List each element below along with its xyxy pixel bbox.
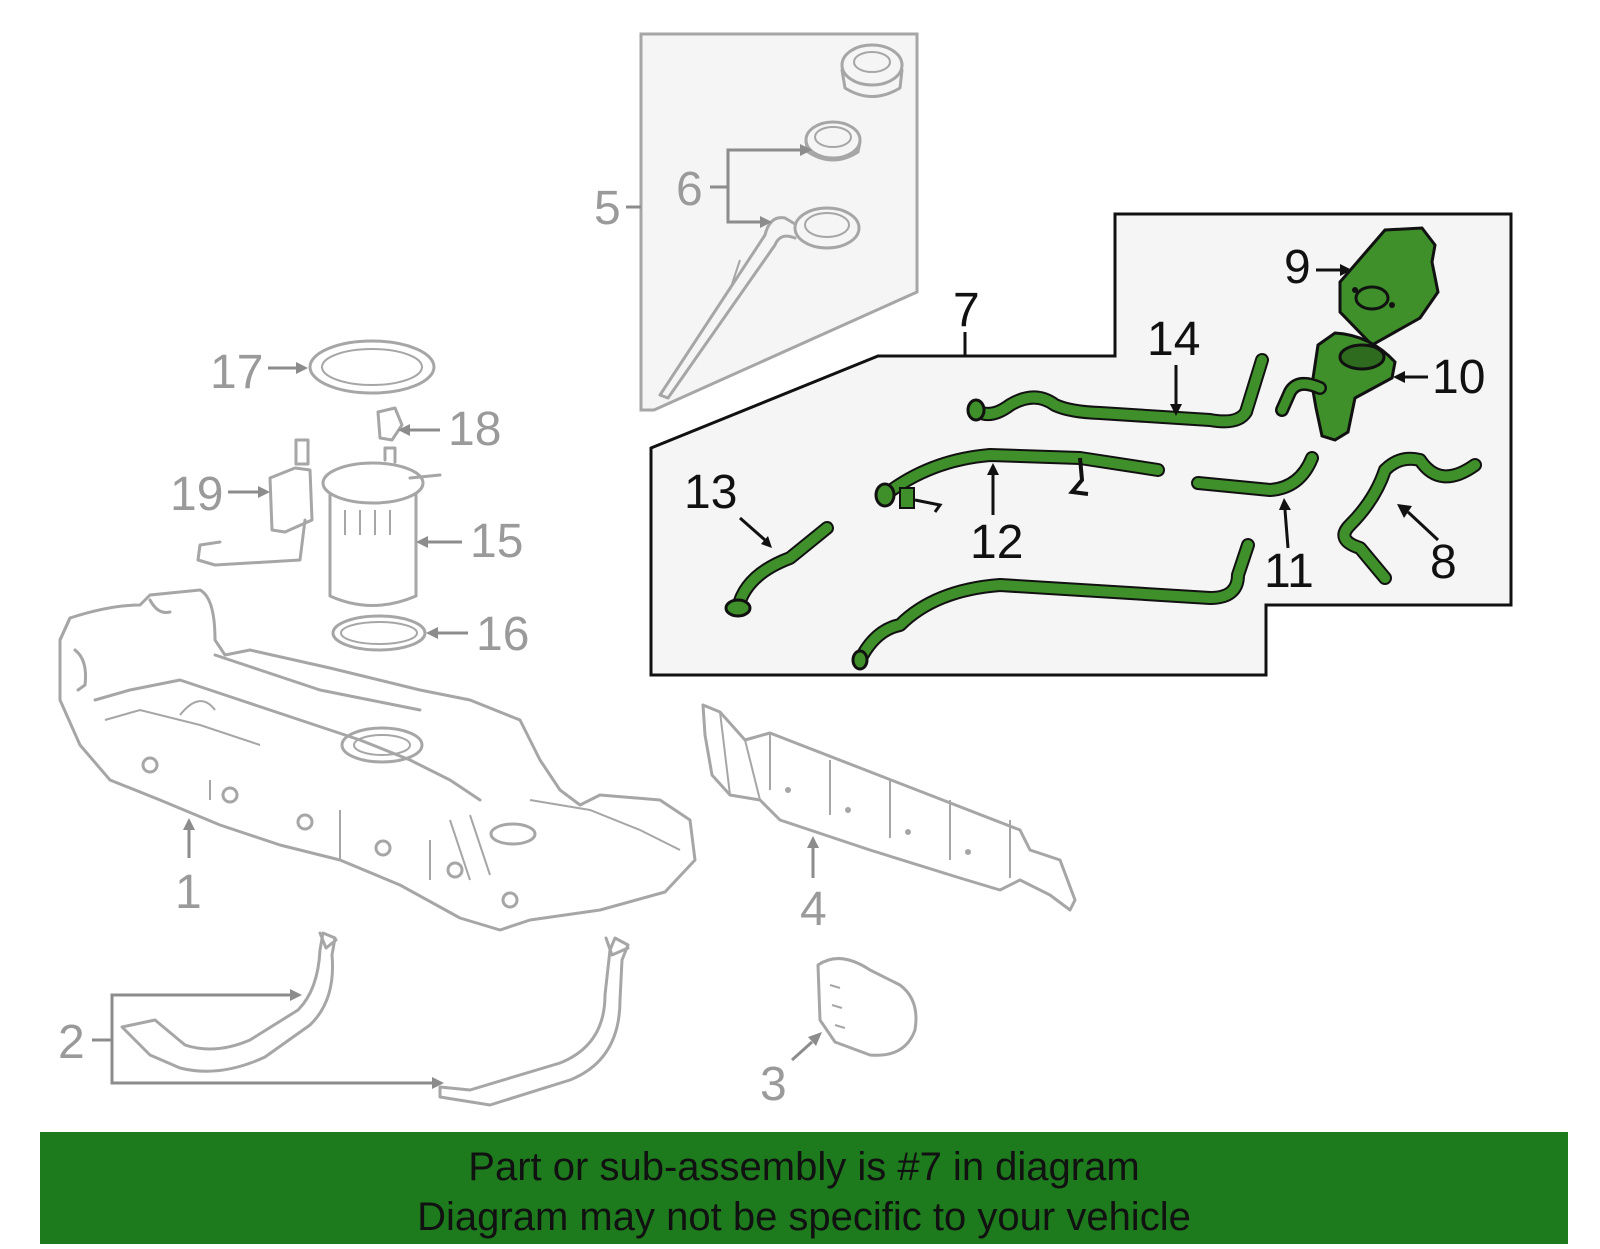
callout-13: 13 xyxy=(684,466,737,519)
callout-12: 12 xyxy=(970,516,1023,569)
callout-16: 16 xyxy=(476,608,529,661)
callout-4: 4 xyxy=(800,883,827,936)
filler-neck-inset: 5 6 xyxy=(594,32,919,412)
heat-shield-3 xyxy=(816,957,918,1057)
callout-7: 7 xyxy=(953,284,980,337)
callout-6: 6 xyxy=(676,163,703,216)
hose-part-11 xyxy=(1191,451,1319,497)
shield-4 xyxy=(701,703,1077,912)
callout-9: 9 xyxy=(1284,241,1311,294)
long-line xyxy=(851,538,1255,671)
hose-part-12 xyxy=(874,448,1165,513)
footer-line-1: Part or sub-assembly is #7 in diagram xyxy=(468,1145,1140,1189)
callout-3: 3 xyxy=(760,1058,787,1111)
seal-ring xyxy=(804,120,862,162)
sensor-18 xyxy=(376,406,404,442)
footer-banner: Part or sub-assembly is #7 in diagram Di… xyxy=(40,1132,1568,1244)
fuel-cap xyxy=(840,43,904,98)
callout-17: 17 xyxy=(210,346,263,399)
callout-2: 2 xyxy=(58,1016,85,1069)
pump-seal-16 xyxy=(331,614,427,652)
callout-11: 11 xyxy=(1264,545,1314,598)
fuel-tank-1 xyxy=(58,588,697,932)
callout-5: 5 xyxy=(594,182,621,235)
callout-19: 19 xyxy=(170,468,223,521)
callout-18: 18 xyxy=(448,403,501,456)
hose-part-13 xyxy=(724,521,834,618)
lock-ring-17 xyxy=(308,339,436,395)
filler-housing-part-10 xyxy=(1275,331,1397,442)
tank-straps-2 xyxy=(120,931,630,1107)
fuel-pump-components: 17 18 19 15 16 xyxy=(170,339,529,661)
footer-line-2: Diagram may not be specific to your vehi… xyxy=(417,1195,1191,1239)
hose-part-8 xyxy=(1337,451,1482,585)
level-sender-19 xyxy=(196,438,314,567)
assembly-7-panel: 7 9 10 14 xyxy=(649,212,1513,677)
callout-8: 8 xyxy=(1430,536,1457,589)
filler-pipe xyxy=(658,206,861,400)
callout-15: 15 xyxy=(470,515,523,568)
bracket-part-9 xyxy=(1338,226,1440,347)
fuel-pump-15 xyxy=(321,446,442,607)
vent-hose-part-14 xyxy=(966,353,1269,429)
callout-10: 10 xyxy=(1432,351,1485,404)
callout-14: 14 xyxy=(1147,313,1200,366)
callout-1: 1 xyxy=(175,866,202,919)
